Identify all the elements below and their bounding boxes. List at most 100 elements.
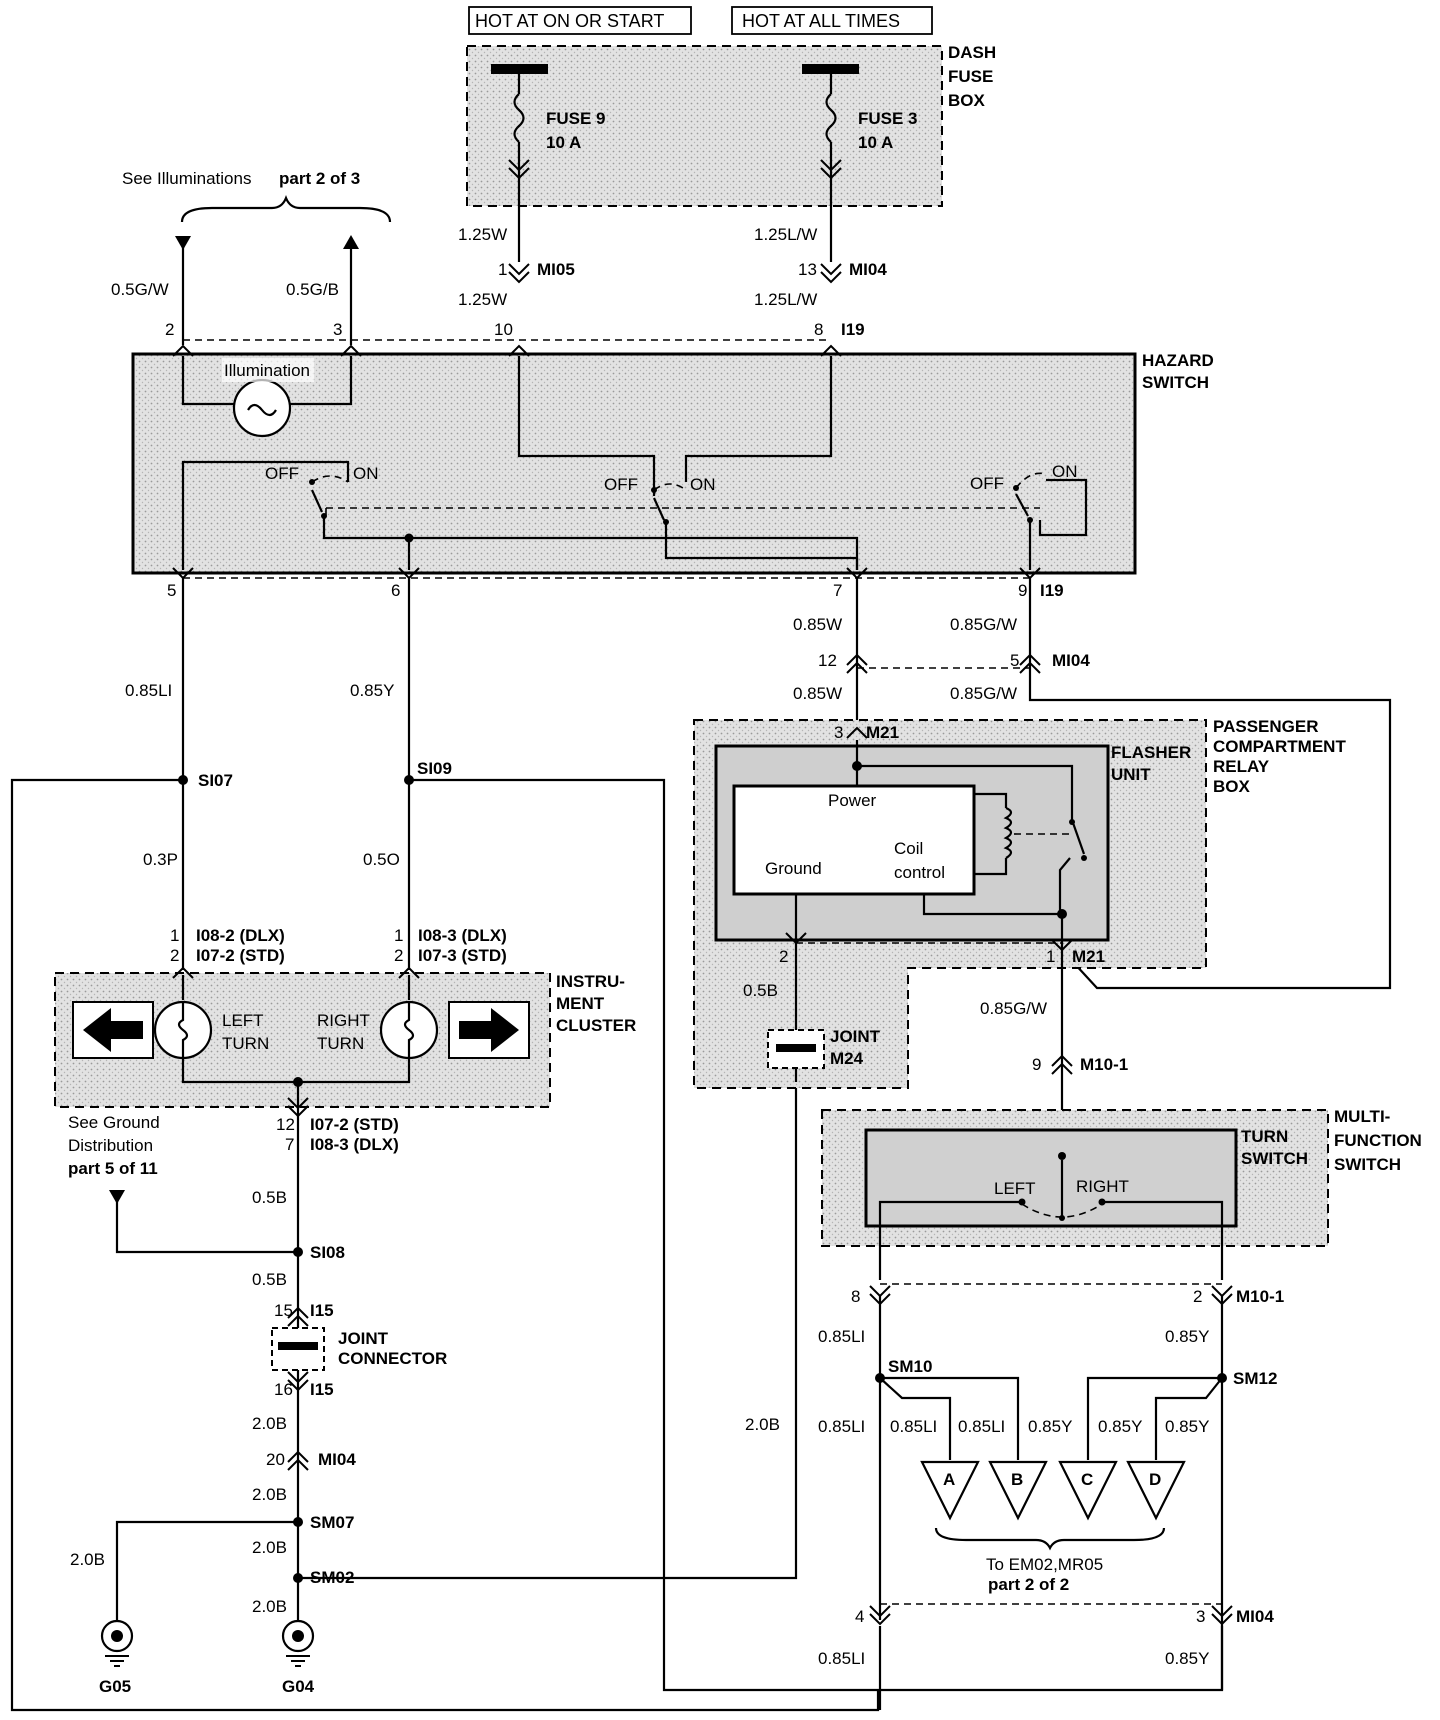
wire-0-85gw-loop: [1028, 578, 1392, 990]
flasher-power-label: Power: [828, 791, 877, 810]
mi04-pin-3: 3: [1196, 1607, 1205, 1626]
wire-label-0-85y-d: 0.85Y: [1098, 1417, 1142, 1436]
hazard-label-1: HAZARD: [1142, 351, 1214, 370]
connector-i19-top: I19: [841, 320, 865, 339]
hazard-pin-8: 8: [814, 320, 823, 339]
connector-mi04-bottom: MI04: [1236, 1607, 1274, 1626]
connector-i15-bottom: I15: [310, 1380, 334, 1399]
output-b-label: B: [1011, 1470, 1023, 1489]
connector-m21-top: M21: [866, 723, 899, 742]
relay-box-label-2: COMPARTMENT: [1213, 737, 1346, 756]
illum-ref-text: See Illuminations: [122, 169, 251, 188]
wire-si07-loop: [10, 778, 880, 1712]
hazard-pin-9: 9: [1018, 581, 1027, 600]
m10-1-pin-2: 2: [1193, 1287, 1202, 1306]
hazard-pin-10: 10: [494, 320, 513, 339]
relay-box-label-1: PASSENGER: [1213, 717, 1319, 736]
joint-connector-i15: 15 I15 JOINT CONNECTOR 16 I15: [271, 1301, 447, 1399]
connector-i07-3: I07-3 (STD): [418, 946, 507, 965]
cluster-right-label: RIGHT: [317, 1011, 370, 1030]
flasher-label-2: UNIT: [1111, 765, 1151, 784]
cluster-pin-7: 7: [285, 1135, 294, 1154]
wire-label-2-0b-e: 2.0B: [252, 1597, 287, 1616]
hazard-pin-2: 2: [165, 320, 174, 339]
fuse-3-rating: 10 A: [858, 133, 893, 152]
splice-sm12-label: SM12: [1233, 1369, 1277, 1388]
connector-i08-3: I08-3 (DLX): [418, 926, 507, 945]
wire-label-2-0b-c: 2.0B: [70, 1550, 105, 1569]
wire-label-0-85li-f: 0.85LI: [818, 1649, 865, 1668]
flasher-unit: FLASHER UNIT Power Ground Coil control: [714, 740, 1191, 950]
joint-connector-label-2: CONNECTOR: [338, 1349, 447, 1368]
instrument-cluster: INSTRU- MENT CLUSTER LEFT TURN RIGHT TUR…: [54, 966, 636, 1120]
mfs-label-2: FUNCTION: [1334, 1131, 1422, 1150]
cluster-pin-1a: 1: [170, 926, 179, 945]
wire-label-1-25w-a: 1.25W: [458, 225, 507, 244]
cluster-left-turn-label: TURN: [222, 1034, 269, 1053]
wire-to-d: [1154, 1377, 1223, 1460]
wire-label-0-85y-f: 0.85Y: [1165, 1649, 1209, 1668]
wire-label-0-85gw-c: 0.85G/W: [980, 999, 1047, 1018]
splice-si07-label: SI07: [198, 771, 233, 790]
wire-label-0-85gw-b: 0.85G/W: [950, 684, 1017, 703]
turn-switch-right: RIGHT: [1076, 1177, 1129, 1196]
switch-1-on: ON: [353, 464, 379, 483]
fuse-3-name: FUSE 3: [858, 109, 918, 128]
pin-1-mi05: 1: [498, 260, 507, 279]
output-c-icon: C: [1058, 1460, 1118, 1521]
pin-13-mi04: 13: [798, 260, 817, 279]
dash-fuse-box-label-1: DASH: [948, 43, 996, 62]
switch-3-off: OFF: [970, 474, 1004, 493]
cluster-ground-connector: [287, 1097, 309, 1118]
connector-i07-2: I07-2 (STD): [196, 946, 285, 965]
turn-switch-label-1: TURN: [1241, 1127, 1288, 1146]
hot-on-start-text: HOT AT ON OR START: [475, 11, 664, 31]
hot-at-all-times-label: HOT AT ALL TIMES: [731, 6, 933, 35]
wire-label-0-85y-e: 0.85Y: [1165, 1417, 1209, 1436]
flasher-ground-label: Ground: [765, 859, 822, 878]
wire-label-2-0b-b: 2.0B: [252, 1485, 287, 1504]
joint-m24-label-2: M24: [830, 1049, 864, 1068]
illumination-reference: See Illuminations part 2 of 3 0.5G/W 0.5…: [111, 169, 392, 345]
splice-sm10-label: SM10: [888, 1357, 932, 1376]
illum-ref-part: part 2 of 3: [279, 169, 360, 188]
output-d-label: D: [1149, 1470, 1161, 1489]
hazard-pin-3: 3: [333, 320, 342, 339]
turn-switch-label-2: SWITCH: [1241, 1149, 1308, 1168]
wire-label-0-85y-b: 0.85Y: [1165, 1327, 1209, 1346]
wire-label-0-5b-b: 0.5B: [252, 1270, 287, 1289]
wire-label-0-85w-a: 0.85W: [793, 615, 842, 634]
left-arrow-icon: [83, 1008, 143, 1052]
wire-label-0-85li-e: 0.85LI: [958, 1417, 1005, 1436]
wire-label-1-25w-b: 1.25W: [458, 290, 507, 309]
splice-si09-label: SI09: [417, 759, 452, 778]
relay-box-label-3: RELAY: [1213, 757, 1270, 776]
wire-to-a: [879, 1377, 952, 1460]
connector-mi04-mid: MI04: [1052, 651, 1090, 670]
flasher-label-1: FLASHER: [1111, 743, 1191, 762]
multi-function-switch: MULTI- FUNCTION SWITCH TURN SWITCH LEFT …: [821, 1107, 1422, 1280]
output-b-icon: B: [988, 1460, 1048, 1521]
wire-label-0-85li-c: 0.85LI: [818, 1417, 865, 1436]
ground-g04-icon: G04: [281, 1619, 315, 1696]
connector-i08-3-bottom: I08-3 (DLX): [310, 1135, 399, 1154]
wire-label-1-25lw-b: 1.25L/W: [754, 290, 817, 309]
cluster-pin-2a: 2: [170, 946, 179, 965]
connector-mi04-top: MI04: [849, 260, 887, 279]
hazard-pin-7: 7: [833, 581, 842, 600]
m10-1-pin-9: 9: [1032, 1055, 1041, 1074]
mi04-connector-ground: [287, 1450, 309, 1471]
wire-label-0-85li-a: 0.85LI: [125, 681, 172, 700]
wire-label-0-3p: 0.3P: [143, 850, 178, 869]
outputs-destination: To EM02,MR05: [986, 1555, 1103, 1574]
wire-label-0-5b-a: 0.5B: [252, 1188, 287, 1207]
switch-3-on: ON: [1052, 462, 1078, 481]
wire-label-0-85y-c: 0.85Y: [1028, 1417, 1072, 1436]
illumination-lamp-label: Illumination: [224, 361, 310, 380]
dash-fuse-box-label-2: FUSE: [948, 67, 993, 86]
hazard-switch: HAZARD SWITCH Illumination OFF ON OFF ON: [131, 344, 1214, 575]
fuse-3: FUSE 3 10 A: [802, 64, 918, 262]
wire-label-0-85gw-a: 0.85G/W: [950, 615, 1017, 634]
splice-si08-label: SI08: [310, 1243, 345, 1262]
